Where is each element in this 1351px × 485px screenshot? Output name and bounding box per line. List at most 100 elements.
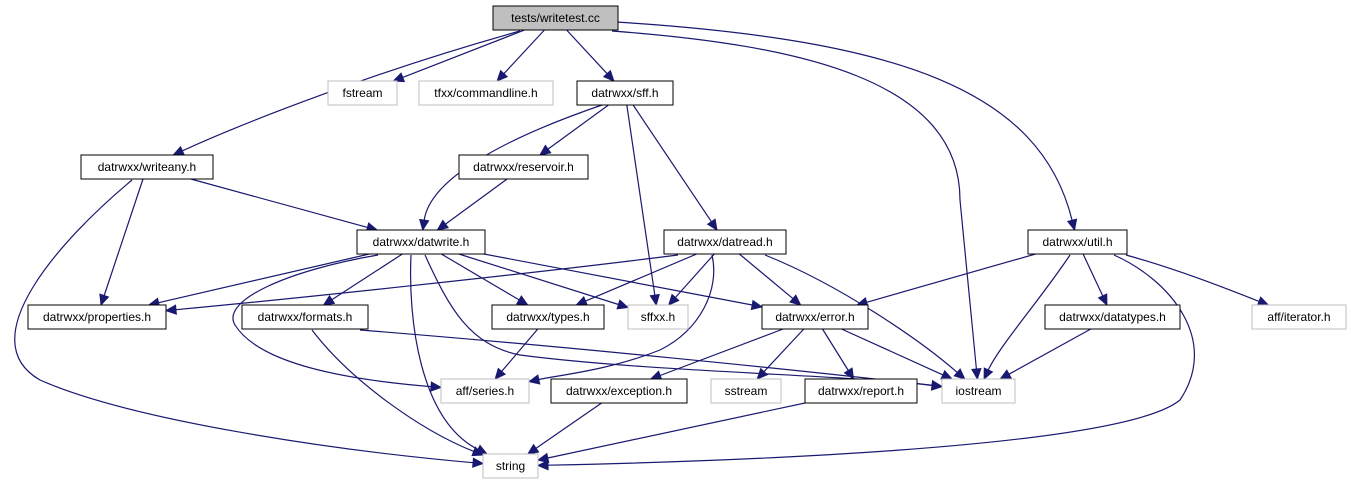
node-label: datrwxx/report.h: [818, 384, 904, 398]
edge-exception-to-string: [526, 402, 602, 455]
edge-writetest-to-sff: [566, 29, 615, 82]
node-error[interactable]: datrwxx/error.h: [761, 304, 869, 330]
edge-line: [626, 104, 656, 296]
node-box[interactable]: [80, 154, 214, 180]
node-label: datrwxx/properties.h: [43, 310, 151, 324]
node-label: datrwxx/sff.h: [591, 86, 658, 100]
arrowhead-icon: [471, 446, 485, 457]
node-datatypes[interactable]: datrwxx/datatypes.h: [1044, 304, 1181, 330]
edge-line: [190, 178, 368, 228]
edge-line: [763, 328, 805, 373]
node-label: datrwxx/error.h: [775, 310, 854, 324]
arrowhead-icon: [971, 368, 982, 381]
edge-line: [402, 29, 525, 78]
edge-report-to-string: [536, 402, 806, 464]
arrowhead-icon: [496, 69, 509, 82]
arrowhead-icon: [430, 381, 443, 392]
edge-reservoir-to-datwrite: [436, 178, 508, 231]
node-series: aff/series.h: [440, 378, 530, 404]
edge-line: [538, 254, 715, 381]
node-sff[interactable]: datrwxx/sff.h: [576, 80, 674, 106]
node-label: datrwxx/formats.h: [258, 310, 353, 324]
edge-line: [659, 328, 784, 377]
node-label: fstream: [342, 86, 382, 100]
node-box[interactable]: [492, 5, 619, 31]
edge-line: [1008, 328, 1092, 375]
node-label: sffxx.h: [641, 310, 675, 324]
node-exception[interactable]: datrwxx/exception.h: [550, 378, 688, 404]
arrowhead-icon: [436, 219, 449, 231]
node-sstream: sstream: [710, 378, 782, 404]
arrowhead-icon: [538, 144, 552, 156]
edge-line: [764, 254, 958, 373]
edge-line: [547, 402, 806, 459]
arrowhead-icon: [930, 380, 944, 391]
arrowhead-icon: [667, 293, 680, 306]
node-writetest[interactable]: tests/writetest.cc: [492, 5, 619, 31]
edge-line: [445, 178, 508, 225]
edge-util-to-error: [855, 253, 1036, 308]
edge-datread-to-sffxx: [667, 253, 715, 306]
arrowhead-icon: [953, 368, 966, 380]
node-util[interactable]: datrwxx/util.h: [1027, 229, 1128, 255]
arrowhead-icon: [472, 457, 485, 468]
node-label: datrwxx/exception.h: [566, 384, 672, 398]
node-box[interactable]: [663, 229, 787, 255]
edge-line: [547, 104, 609, 150]
edge-datwrite-to-sffxx: [458, 253, 630, 310]
arrowhead-icon: [419, 218, 430, 232]
arrowhead-icon: [983, 367, 994, 381]
node-box[interactable]: [804, 378, 918, 404]
edge-line: [458, 253, 619, 306]
node-box[interactable]: [576, 80, 674, 106]
arrowhead-icon: [1066, 218, 1078, 232]
edge-line: [585, 253, 697, 302]
node-box[interactable]: [491, 304, 605, 330]
node-box[interactable]: [27, 304, 167, 330]
edge-line: [611, 30, 977, 370]
edge-writeany-to-properties: [99, 178, 144, 307]
edge-line: [483, 253, 753, 306]
node-box: [440, 378, 530, 404]
node-box: [710, 378, 782, 404]
node-box[interactable]: [761, 304, 869, 330]
node-formats[interactable]: datrwxx/formats.h: [241, 304, 369, 330]
edge-datread-to-iostream: [764, 254, 966, 380]
node-label: aff/iterator.h: [1267, 310, 1330, 324]
node-properties[interactable]: datrwxx/properties.h: [27, 304, 167, 330]
node-box[interactable]: [1027, 229, 1128, 255]
arrowhead-icon: [789, 294, 802, 306]
node-report[interactable]: datrwxx/report.h: [804, 378, 918, 404]
node-writeany[interactable]: datrwxx/writeany.h: [80, 154, 214, 180]
node-box: [1251, 304, 1347, 330]
node-datwrite[interactable]: datrwxx/datwrite.h: [356, 229, 486, 255]
edge-datread-to-error: [739, 253, 802, 306]
edge-line: [440, 253, 520, 301]
node-box[interactable]: [458, 154, 589, 180]
node-box[interactable]: [241, 304, 369, 330]
edge-line: [424, 254, 933, 386]
node-sffxx: sffxx.h: [627, 304, 689, 330]
edge-sff-to-datread: [632, 104, 718, 232]
node-box[interactable]: [356, 229, 486, 255]
node-box[interactable]: [550, 378, 688, 404]
edge-line: [1125, 254, 1260, 302]
edge-line: [501, 328, 539, 372]
node-datread[interactable]: datrwxx/datread.h: [663, 229, 787, 255]
edge-line: [311, 329, 474, 452]
node-types[interactable]: datrwxx/types.h: [491, 304, 605, 330]
edge-util-to-datatypes: [1082, 253, 1108, 307]
node-reservoir[interactable]: datrwxx/reservoir.h: [458, 154, 589, 180]
edge-sff-to-reservoir: [538, 104, 609, 156]
edge-line: [841, 328, 944, 376]
arrowhead-icon: [536, 452, 550, 464]
node-label: datrwxx/reservoir.h: [473, 160, 574, 174]
edge-types-to-series: [494, 328, 539, 380]
node-label: datrwxx/datatypes.h: [1059, 310, 1166, 324]
node-iterator: aff/iterator.h: [1251, 304, 1347, 330]
node-box[interactable]: [1044, 304, 1181, 330]
edge-datread-to-properties: [164, 254, 679, 315]
arrowhead-icon: [843, 367, 855, 381]
edge-sff-to-sffxx: [626, 104, 660, 307]
